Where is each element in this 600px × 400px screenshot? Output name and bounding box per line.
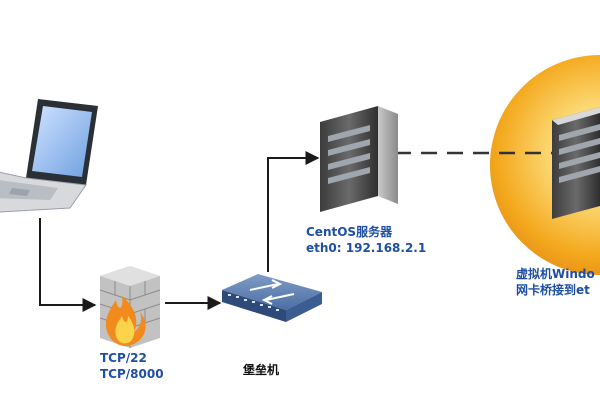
network-switch-icon	[222, 274, 322, 322]
bastion-label: 堡垒机	[243, 363, 280, 377]
firewall-label: TCP/22 TCP/8000	[100, 350, 164, 382]
vm-bridge: 网卡桥接到et	[516, 283, 590, 297]
vm-label: 虚拟机Windo 网卡桥接到et	[516, 266, 595, 298]
connector-bastion-to-centos	[267, 151, 320, 272]
laptop-icon	[0, 99, 98, 213]
centos-name: CentOS服务器	[306, 225, 393, 239]
connector-laptop-to-firewall	[39, 218, 97, 312]
vm-highlight-circle	[490, 55, 600, 275]
centos-eth0: eth0: 192.168.2.1	[306, 241, 427, 255]
firewall-port-22: TCP/22	[100, 351, 147, 365]
centos-label: CentOS服务器 eth0: 192.168.2.1	[306, 224, 426, 256]
server-tower-icon	[320, 106, 398, 212]
vm-server-tower-icon	[552, 107, 600, 219]
firewall-icon	[99, 266, 161, 348]
firewall-port-8000: TCP/8000	[100, 367, 164, 381]
vm-name: 虚拟机Windo	[516, 267, 595, 281]
